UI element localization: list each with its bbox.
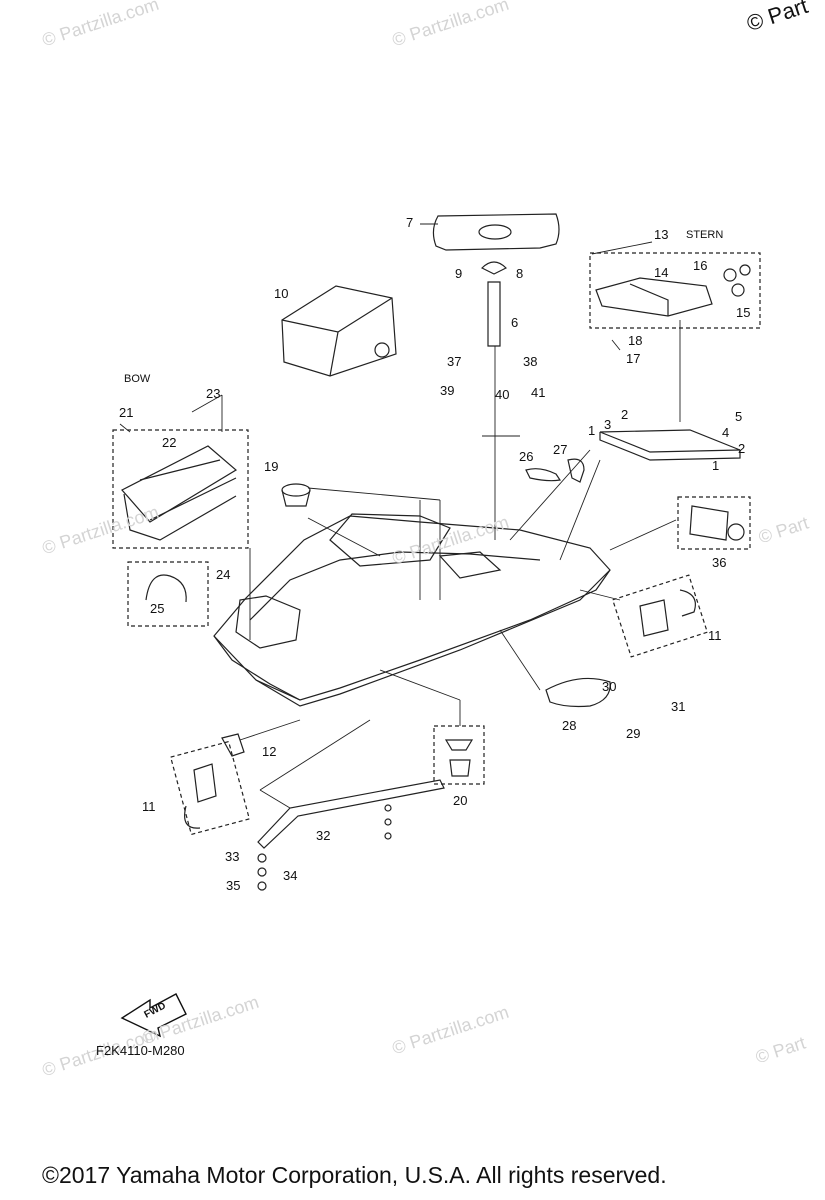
part-10-cooler xyxy=(281,285,397,377)
part-6-pedestal xyxy=(487,281,501,347)
fwd-arrow-icon xyxy=(120,993,187,1038)
part-19-cupholder xyxy=(281,483,311,497)
callout-32: 32 xyxy=(316,828,331,843)
callout-22: 22 xyxy=(162,435,177,450)
group-box-11-left xyxy=(169,740,251,836)
callout-9: 9 xyxy=(455,266,463,281)
callout-20: 20 xyxy=(453,793,468,808)
label-bow: BOW xyxy=(124,373,151,385)
part-26 xyxy=(525,468,562,482)
group-box-36 xyxy=(677,496,751,550)
part-7-hole xyxy=(478,224,512,240)
callout-10: 10 xyxy=(274,286,289,301)
callout-28: 28 xyxy=(562,718,577,733)
callout-4: 4 xyxy=(722,425,730,440)
part-20-cleat xyxy=(444,739,474,751)
callout-33: 33 xyxy=(225,849,240,864)
callout-36: 36 xyxy=(712,555,727,570)
callout-12: 12 xyxy=(262,744,277,759)
boat-windshield xyxy=(329,513,451,567)
part-11-left xyxy=(193,763,217,803)
callout-40: 40 xyxy=(495,387,510,402)
group-box-13 xyxy=(589,252,761,329)
callout-14: 14 xyxy=(654,265,669,280)
callout-37: 37 xyxy=(447,354,462,369)
callout-16: 16 xyxy=(693,258,708,273)
callout-38: 38 xyxy=(523,354,538,369)
part-27 xyxy=(567,458,585,483)
callout-2: 2 xyxy=(621,407,629,422)
callout-34: 34 xyxy=(283,868,298,883)
callout-2: 2 xyxy=(738,441,746,456)
callout-35: 35 xyxy=(226,878,241,893)
callout-3: 3 xyxy=(604,417,612,432)
callout-7: 7 xyxy=(406,215,414,230)
callout-23: 23 xyxy=(206,386,221,401)
diagram-code: F2K4110-M280 xyxy=(96,1043,185,1058)
callout-26: 26 xyxy=(519,449,534,464)
callout-41: 41 xyxy=(531,385,546,400)
callout-19: 19 xyxy=(264,459,279,474)
copyright-footer: ©2017 Yamaha Motor Corporation, U.S.A. A… xyxy=(42,1162,667,1188)
callout-18: 18 xyxy=(628,333,643,348)
part-28-handle xyxy=(545,677,611,708)
part-8-base xyxy=(480,261,508,275)
group-box-24 xyxy=(127,561,209,627)
callout-11: 11 xyxy=(708,628,722,643)
callout-1: 1 xyxy=(588,423,596,438)
callout-1: 1 xyxy=(712,458,720,473)
callout-31: 31 xyxy=(671,699,686,714)
leader-lines xyxy=(119,223,681,809)
callout-5: 5 xyxy=(735,409,743,424)
callout-39: 39 xyxy=(440,383,455,398)
part-32-rail xyxy=(257,779,445,849)
part-11-right xyxy=(639,599,669,637)
callout-21: 21 xyxy=(119,405,134,420)
part-7-cushion xyxy=(432,213,560,251)
callout-30: 30 xyxy=(602,679,617,694)
part-10-wheel xyxy=(374,342,390,358)
part-24-hose xyxy=(145,574,187,603)
callout-24: 24 xyxy=(216,567,231,582)
part-21-ladder xyxy=(121,445,238,523)
callout-13: 13 xyxy=(654,227,669,242)
callout-25: 25 xyxy=(150,601,165,616)
label-stern: STERN xyxy=(686,229,724,241)
group-box-20 xyxy=(433,725,485,785)
callout-8: 8 xyxy=(516,266,524,281)
callout-6: 6 xyxy=(511,315,519,330)
callout-11: 11 xyxy=(142,799,156,814)
part-36-plate xyxy=(689,505,729,541)
callout-29: 29 xyxy=(626,726,641,741)
part-13-frame xyxy=(595,277,713,317)
callout-27: 27 xyxy=(553,442,568,457)
part-12 xyxy=(221,733,245,757)
callout-15: 15 xyxy=(736,305,751,320)
callout-17: 17 xyxy=(626,351,641,366)
group-box-11-right xyxy=(611,574,709,658)
